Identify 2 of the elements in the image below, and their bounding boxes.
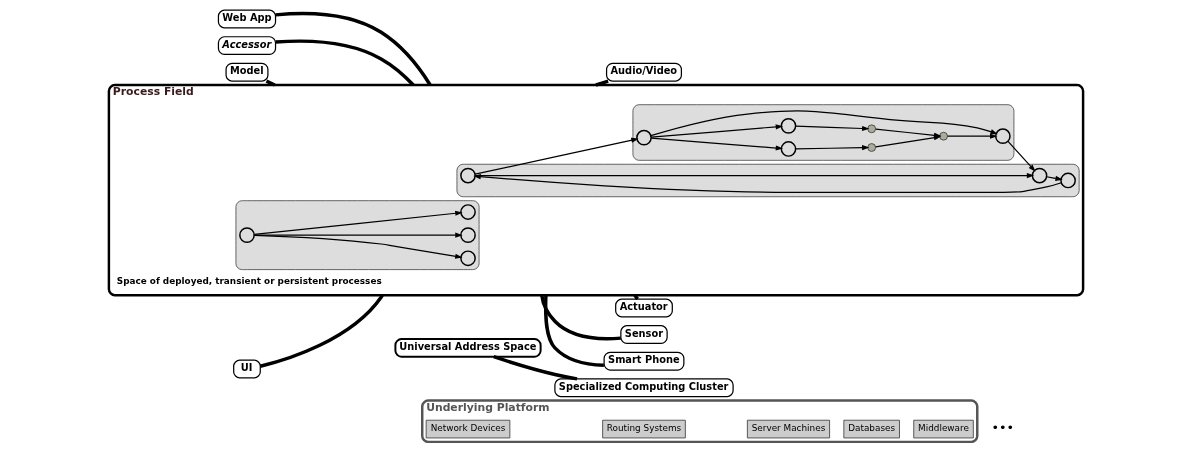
label: ••• bbox=[991, 420, 1014, 436]
label: Space of deployed, transient or persistent processes bbox=[116, 276, 382, 287]
